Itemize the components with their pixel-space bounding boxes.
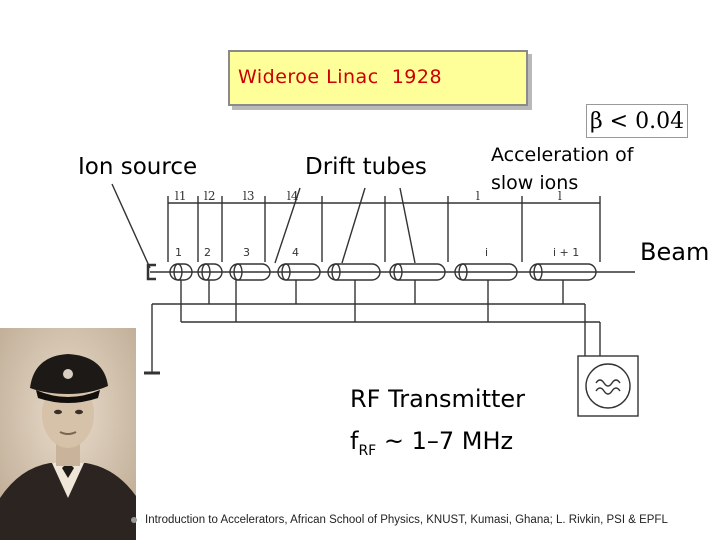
tube-number: 1 xyxy=(175,246,182,259)
tube-number: i xyxy=(485,246,488,259)
freq-value: ~ 1–7 MHz xyxy=(376,427,514,455)
rf-frequency-label: fRF ~ 1–7 MHz xyxy=(350,427,513,459)
gap-label: l4 xyxy=(287,189,299,203)
ion-source-pointer xyxy=(111,183,151,269)
drift-pointer xyxy=(274,187,301,264)
drift-pointer xyxy=(399,187,416,264)
rf-transmitter-box xyxy=(577,355,639,417)
beta-formula: β < 0.04 xyxy=(586,104,688,138)
drift-tube xyxy=(277,263,321,281)
gap-label: l xyxy=(476,189,480,203)
ion-source-label: Ion source xyxy=(78,154,198,180)
drift-tube xyxy=(454,263,518,281)
tube-number: 4 xyxy=(292,246,299,259)
rf-source-circle xyxy=(585,363,631,409)
acceleration-label: Acceleration of slow ions xyxy=(491,144,634,194)
drift-tube xyxy=(389,263,446,281)
sine-icon xyxy=(595,379,621,387)
drift-tube xyxy=(229,263,271,281)
footer-bullet-icon xyxy=(131,517,137,523)
gap-label: l xyxy=(558,189,562,203)
drift-tube xyxy=(197,263,223,281)
ion-source-symbol xyxy=(146,263,156,281)
wideroe-portrait xyxy=(0,328,136,540)
drift-tubes-label: Drift tubes xyxy=(305,154,427,180)
drift-pointer xyxy=(341,187,366,264)
gap-label: l1 xyxy=(175,189,186,203)
beam-label: Beam xyxy=(640,238,710,266)
rf-transmitter-label: RF Transmitter xyxy=(350,385,526,413)
tube-number: 3 xyxy=(243,246,250,259)
drift-tube xyxy=(327,263,381,281)
footer-citation: Introduction to Accelerators, African Sc… xyxy=(145,514,668,526)
gap-label: l3 xyxy=(243,189,254,203)
tube-number: i + 1 xyxy=(553,246,579,259)
title-box: Wideroe Linac 1928 xyxy=(228,50,528,106)
tube-number: 2 xyxy=(204,246,211,259)
slide-title: Wideroe Linac 1928 xyxy=(238,66,443,88)
freq-subscript: RF xyxy=(358,442,377,459)
freq-symbol: f xyxy=(350,427,359,455)
gap-label: l2 xyxy=(204,189,215,203)
sine-icon xyxy=(595,387,621,395)
